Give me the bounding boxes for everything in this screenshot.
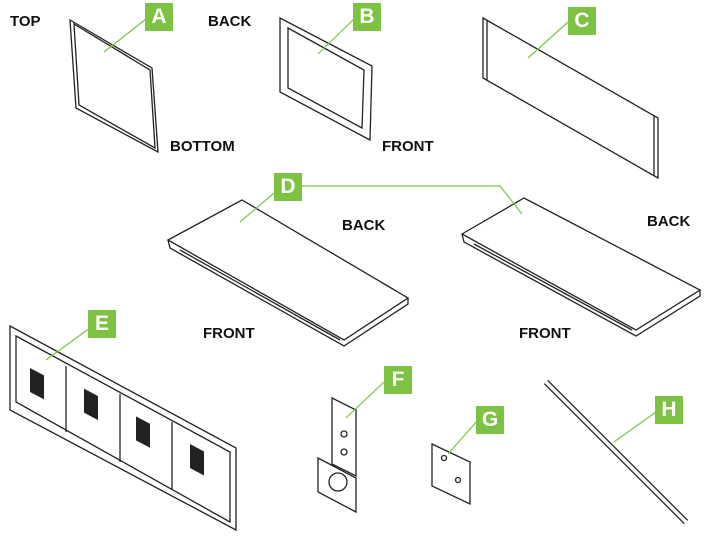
part-e-locker-front (9, 324, 237, 532)
part-label-h: H (655, 396, 683, 424)
leader-lines (45, 18, 657, 455)
part-a-panel (69, 18, 159, 154)
orientation-back: BACK (208, 13, 252, 30)
orientation-front-shelf-right: FRONT (519, 325, 571, 342)
part-g-plate (431, 442, 471, 506)
part-label-a: A (145, 3, 173, 31)
part-d-shelf-right (460, 197, 702, 337)
part-d-shelf-left (166, 199, 410, 347)
part-label-d: D (274, 173, 302, 201)
part-f-bracket (317, 396, 357, 514)
orientation-top: TOP (10, 13, 41, 30)
part-label-e: E (88, 310, 116, 338)
orientation-back-shelf-right: BACK (647, 213, 691, 230)
part-label-c: C (568, 7, 596, 35)
orientation-back-shelf-left: BACK (342, 217, 386, 234)
part-b-frame (279, 16, 373, 142)
orientation-bottom: BOTTOM (170, 138, 235, 155)
part-c-panel (482, 16, 659, 180)
part-label-f: F (384, 366, 412, 394)
part-label-g: G (476, 406, 504, 434)
orientation-front-shelf-left: FRONT (203, 325, 255, 342)
part-h-rod (543, 379, 689, 525)
part-label-b: B (353, 3, 381, 31)
orientation-front: FRONT (382, 138, 434, 155)
